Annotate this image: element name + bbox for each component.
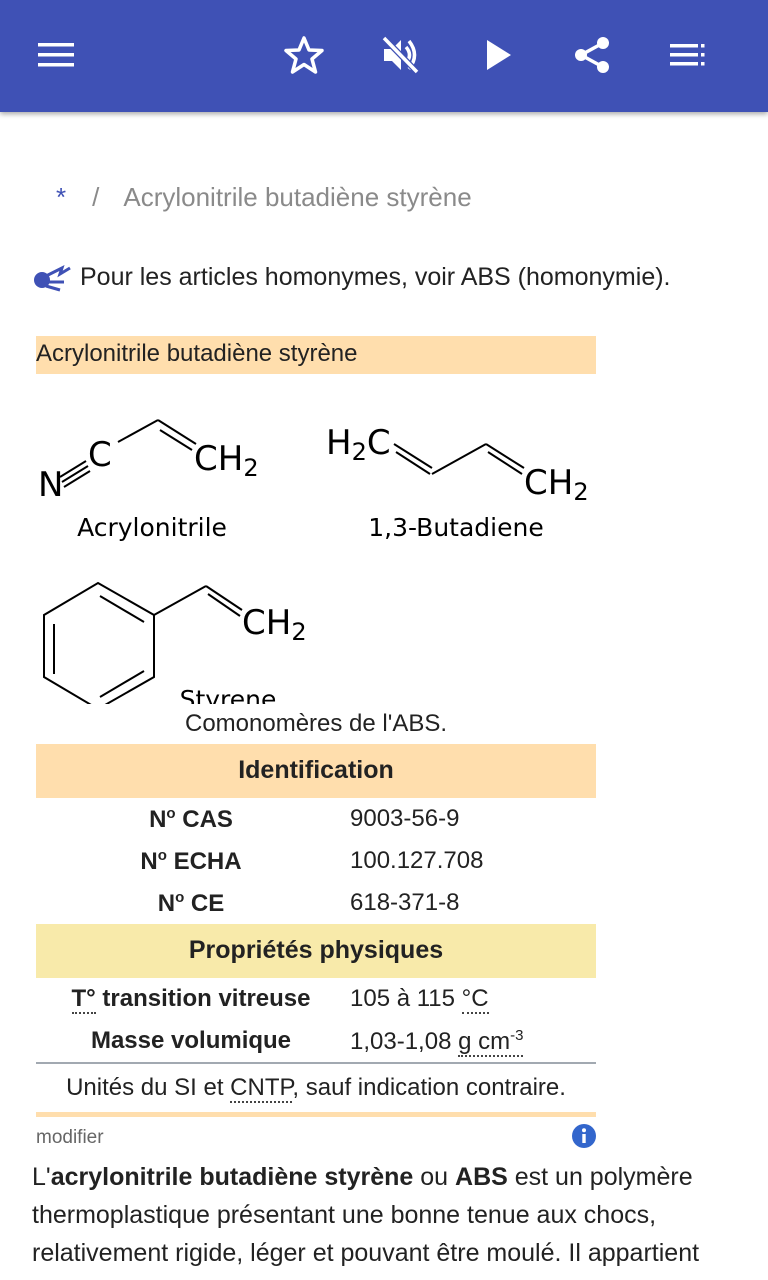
info-icon[interactable]	[571, 1123, 597, 1149]
atom-sub: 2	[573, 478, 588, 506]
infobox-title: Acrylonitrile butadiène styrène	[36, 336, 596, 374]
article-body: L'acrylonitrile butadiène styrène ou ABS…	[32, 1163, 700, 1267]
breadcrumb: * / Acrylonitrile butadiène styrène	[56, 182, 472, 213]
hatnote: Pour les articles homonymes, voir ABS (h…	[32, 262, 671, 292]
row-label: T° transition vitreuse	[71, 985, 311, 1014]
svg-text:CH2: CH2	[524, 463, 589, 506]
identification-row-echa: No ECHA 100.127.708	[36, 840, 596, 882]
styrene-label: Styrene	[180, 685, 277, 704]
tg-abbr[interactable]: T°	[71, 985, 96, 1014]
atom-h: H	[326, 423, 352, 463]
row-value: 100.127.708	[350, 847, 484, 874]
butadiene-label: 1,3-Butadiene	[368, 513, 543, 542]
physical-properties-header: Propriétés physiques	[36, 924, 596, 978]
row-value: 105 à 115 °C	[350, 985, 489, 1014]
svg-text:CH2: CH2	[194, 439, 259, 482]
atom-sub: 2	[352, 438, 367, 466]
atom-ch: CH	[194, 439, 243, 479]
row-value: 9003-56-9	[350, 805, 460, 832]
physical-row-density: Masse volumique 1,03-1,08 g cm-3	[36, 1020, 596, 1062]
physical-row-tg: T° transition vitreuse 105 à 115 °C	[36, 978, 596, 1020]
edit-link[interactable]: modifier	[36, 1127, 104, 1148]
atom-ch: CH	[242, 603, 291, 643]
atom-ch: CH	[524, 463, 573, 503]
unit-density[interactable]: g cm-3	[458, 1026, 524, 1057]
cntp-link[interactable]: CNTP	[230, 1074, 293, 1103]
row-value: 618-371-8	[350, 889, 460, 916]
atom-sub: 2	[243, 454, 258, 482]
identification-row-ce: No CE 618-371-8	[36, 882, 596, 924]
row-label: No CE	[157, 888, 225, 917]
infobox: Acrylonitrile butadiène styrène N C CH2 …	[36, 336, 596, 1117]
hatnote-text[interactable]: Pour les articles homonymes, voir ABS (h…	[80, 262, 671, 291]
app-toolbar	[0, 0, 768, 112]
butadiene-structure: H2C CH2 1,3-Butadiene	[326, 423, 589, 542]
toc-menu-icon[interactable]	[659, 26, 717, 84]
identification-row-cas: No CAS 9003-56-9	[36, 798, 596, 840]
row-label: No CAS	[149, 804, 233, 833]
identification-header: Identification	[36, 744, 596, 798]
play-icon[interactable]	[469, 26, 527, 84]
atom-n: N	[38, 465, 63, 505]
row-value: 1,03-1,08 g cm-3	[350, 1026, 524, 1057]
comonomer-structures: N C CH2 Acrylonitrile H2C CH2 1,	[36, 374, 596, 714]
acrylonitrile-label: Acrylonitrile	[77, 513, 227, 542]
infobox-footer: Unités du SI et CNTP, sauf indication co…	[36, 1062, 596, 1117]
atom-sub: 2	[291, 618, 306, 646]
share-icon[interactable]	[563, 26, 621, 84]
menu-icon[interactable]	[27, 26, 85, 84]
unit-celsius[interactable]: °C	[461, 985, 489, 1014]
svg-text:CH2: CH2	[242, 603, 307, 646]
breadcrumb-current: Acrylonitrile butadiène styrène	[123, 182, 472, 212]
article-subject: acrylonitrile butadiène styrène	[50, 1163, 414, 1191]
star-icon[interactable]	[275, 26, 333, 84]
disambiguation-icon	[34, 265, 71, 292]
atom-c: C	[88, 435, 112, 475]
structure-drawing: N C CH2 Acrylonitrile H2C CH2 1,	[38, 419, 589, 714]
acrylonitrile-structure: N C CH2 Acrylonitrile	[38, 419, 259, 542]
row-label: Masse volumique	[90, 1027, 292, 1054]
structure-caption: Comonomères de l'ABS.	[184, 710, 448, 737]
breadcrumb-separator: /	[92, 182, 100, 212]
volume-off-icon[interactable]	[371, 26, 429, 84]
breadcrumb-home-link[interactable]: *	[56, 182, 67, 212]
article-abbr: ABS	[455, 1163, 508, 1191]
atom-c: C	[367, 423, 391, 463]
svg-text:H2C: H2C	[326, 423, 391, 466]
styrene-structure: CH2 Styrene	[43, 581, 307, 714]
row-label: No ECHA	[140, 846, 242, 875]
